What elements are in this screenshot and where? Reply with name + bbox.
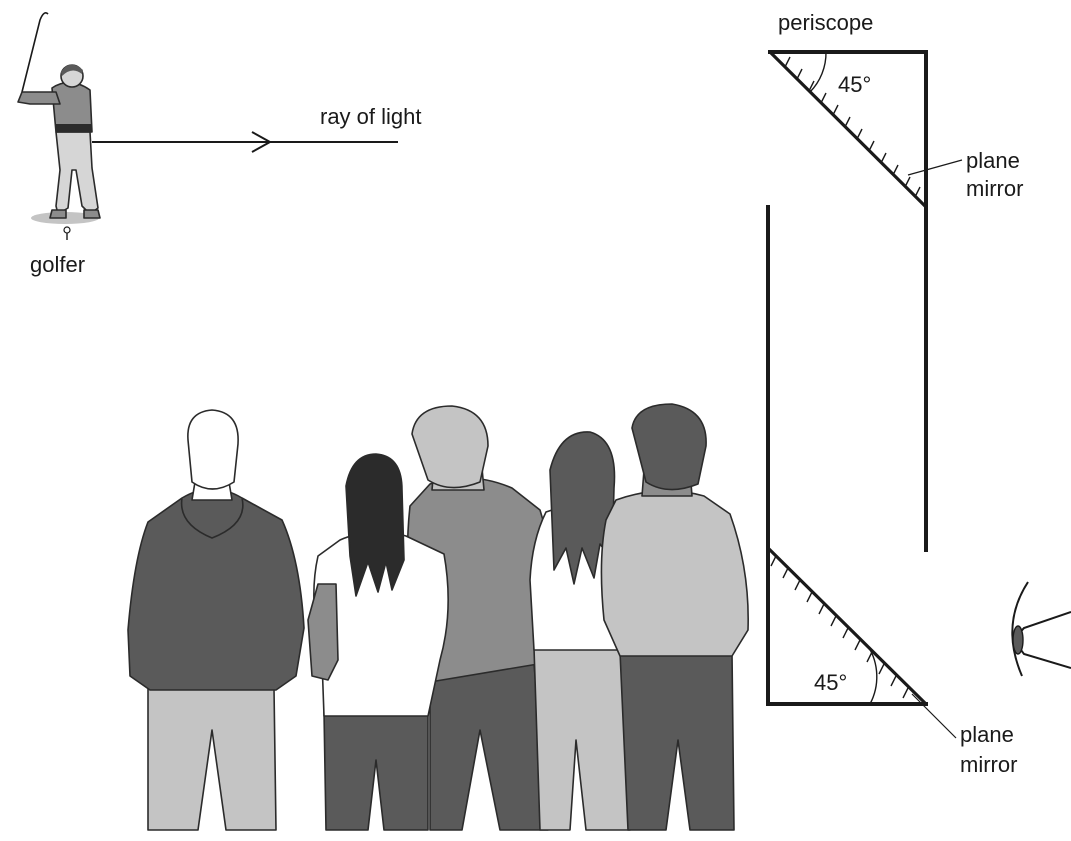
bottom-mirror-hatching xyxy=(770,555,909,699)
person-5 xyxy=(600,403,749,831)
golfer-shoes xyxy=(49,209,101,219)
top-angle-label: 45° xyxy=(838,72,871,97)
person-5-legs xyxy=(619,651,735,831)
top-mirror-label-line2: mirror xyxy=(966,176,1023,201)
golf-club xyxy=(21,12,49,93)
golfer-arms xyxy=(17,91,61,105)
periscope-top-wall xyxy=(768,50,928,552)
person-2-hair xyxy=(345,453,405,597)
top-mirror xyxy=(768,50,928,209)
crowd xyxy=(127,403,749,831)
person-1 xyxy=(127,409,305,831)
ray-of-light xyxy=(92,131,398,153)
top-mirror-hatching xyxy=(784,56,921,198)
person-1-legs xyxy=(147,687,277,831)
golf-ball xyxy=(63,226,71,234)
top-mirror-surface xyxy=(768,50,928,209)
eye-iris xyxy=(1012,625,1024,655)
golfer-hair xyxy=(61,64,83,76)
ray-label: ray of light xyxy=(320,104,422,129)
bottom-mirror-pointer xyxy=(911,693,957,739)
person-2-legs xyxy=(323,711,429,831)
ray-arrow-icon xyxy=(251,131,273,153)
golfer-belt xyxy=(56,124,92,132)
bottom-angle-label: 45° xyxy=(814,670,847,695)
person-4-hair xyxy=(549,431,616,585)
person-5-head xyxy=(631,403,707,491)
golfer-figure xyxy=(17,12,101,240)
person-1-head xyxy=(187,409,239,490)
periscope-left-wall xyxy=(766,205,928,706)
top-mirror-pointer xyxy=(907,159,963,176)
person-4-legs xyxy=(533,647,631,831)
bottom-mirror-label-line2: mirror xyxy=(960,752,1017,777)
top-angle-arc xyxy=(809,51,827,93)
golfer-legs xyxy=(55,131,99,215)
person-2-arm xyxy=(307,583,339,681)
person-3-legs xyxy=(429,663,549,831)
periscope-tube xyxy=(766,50,928,706)
person-5-torso xyxy=(600,490,749,657)
person-2 xyxy=(307,453,449,831)
periscope-label: periscope xyxy=(778,10,873,35)
bottom-mirror-label-line1: plane xyxy=(960,722,1014,747)
person-1-hood xyxy=(180,497,244,539)
bottom-mirror xyxy=(766,546,928,706)
eye-lid xyxy=(1011,581,1029,677)
eye-icon xyxy=(1011,581,1071,677)
eye-outline xyxy=(1017,611,1071,669)
bottom-mirror-surface xyxy=(766,546,928,706)
bottom-angle-arc xyxy=(867,645,878,705)
person-3-head xyxy=(411,405,489,489)
top-mirror-label-line1: plane xyxy=(966,148,1020,173)
golfer-label: golfer xyxy=(30,252,85,277)
